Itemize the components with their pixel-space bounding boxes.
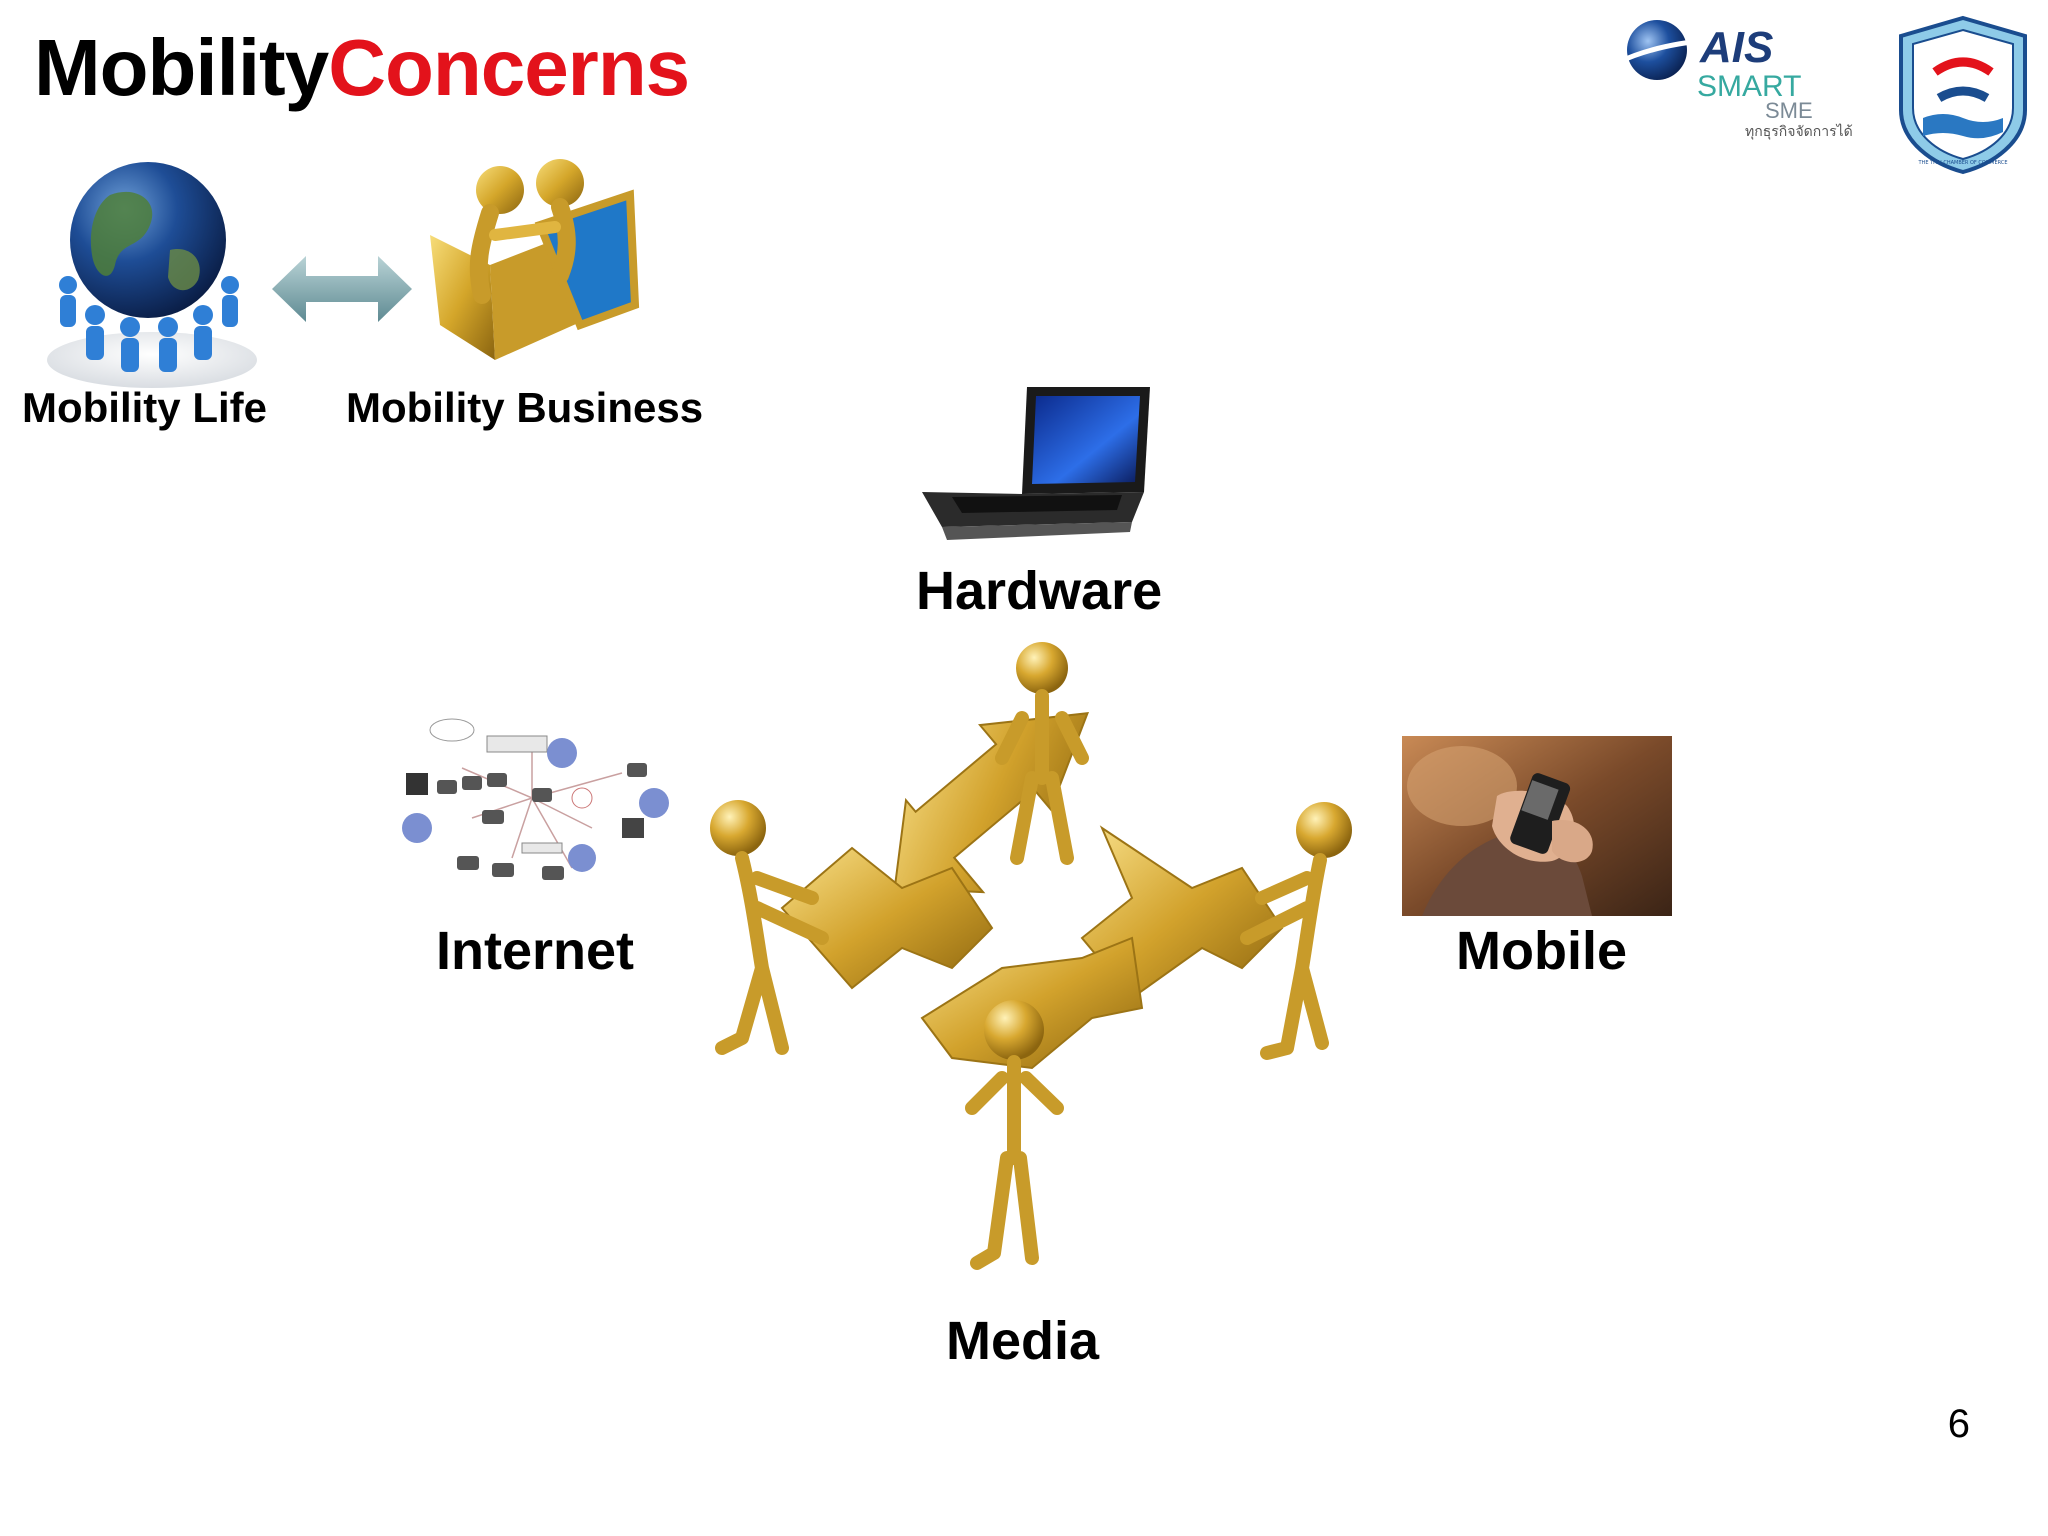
- mobile-phone-photo: [1402, 736, 1672, 916]
- hardware-label: Hardware: [916, 561, 1163, 621]
- mobility-life-label: Mobility Life: [22, 384, 267, 431]
- title-part-mobility: Mobility: [34, 23, 329, 112]
- ais-smart-sme-logo: AIS SMART SME ทุกธุรกิจจัดการได้: [1617, 20, 1853, 140]
- ais-text: AIS: [1699, 23, 1773, 72]
- chamber-english-name: THE THAI CHAMBER OF COMMERCE: [1918, 160, 2008, 166]
- chamber-of-commerce-shield: THE THAI CHAMBER OF COMMERCE: [1899, 15, 2027, 175]
- title-part-concerns: Concerns: [328, 23, 690, 112]
- ais-tagline: ทุกธุรกิจจัดการได้: [1745, 123, 1853, 140]
- business-laptops-handshake-icon: [430, 159, 640, 360]
- slide-title: MobilityConcerns: [34, 22, 690, 114]
- media-label: Media: [946, 1311, 1100, 1371]
- smart-text: SMART: [1697, 70, 1801, 103]
- laptop-icon: [922, 387, 1150, 540]
- page-number: 6: [1947, 1402, 1970, 1446]
- network-diagram-icon: [402, 718, 669, 880]
- globe-people-icon: [47, 162, 257, 388]
- mobile-label: Mobile: [1456, 921, 1627, 981]
- internet-label: Internet: [436, 921, 635, 981]
- mobility-business-label: Mobility Business: [346, 384, 704, 431]
- double-arrow-icon: [272, 256, 412, 322]
- gold-figures-puzzle-arrows-icon: [710, 642, 1352, 1270]
- sme-text: SME: [1765, 98, 1813, 123]
